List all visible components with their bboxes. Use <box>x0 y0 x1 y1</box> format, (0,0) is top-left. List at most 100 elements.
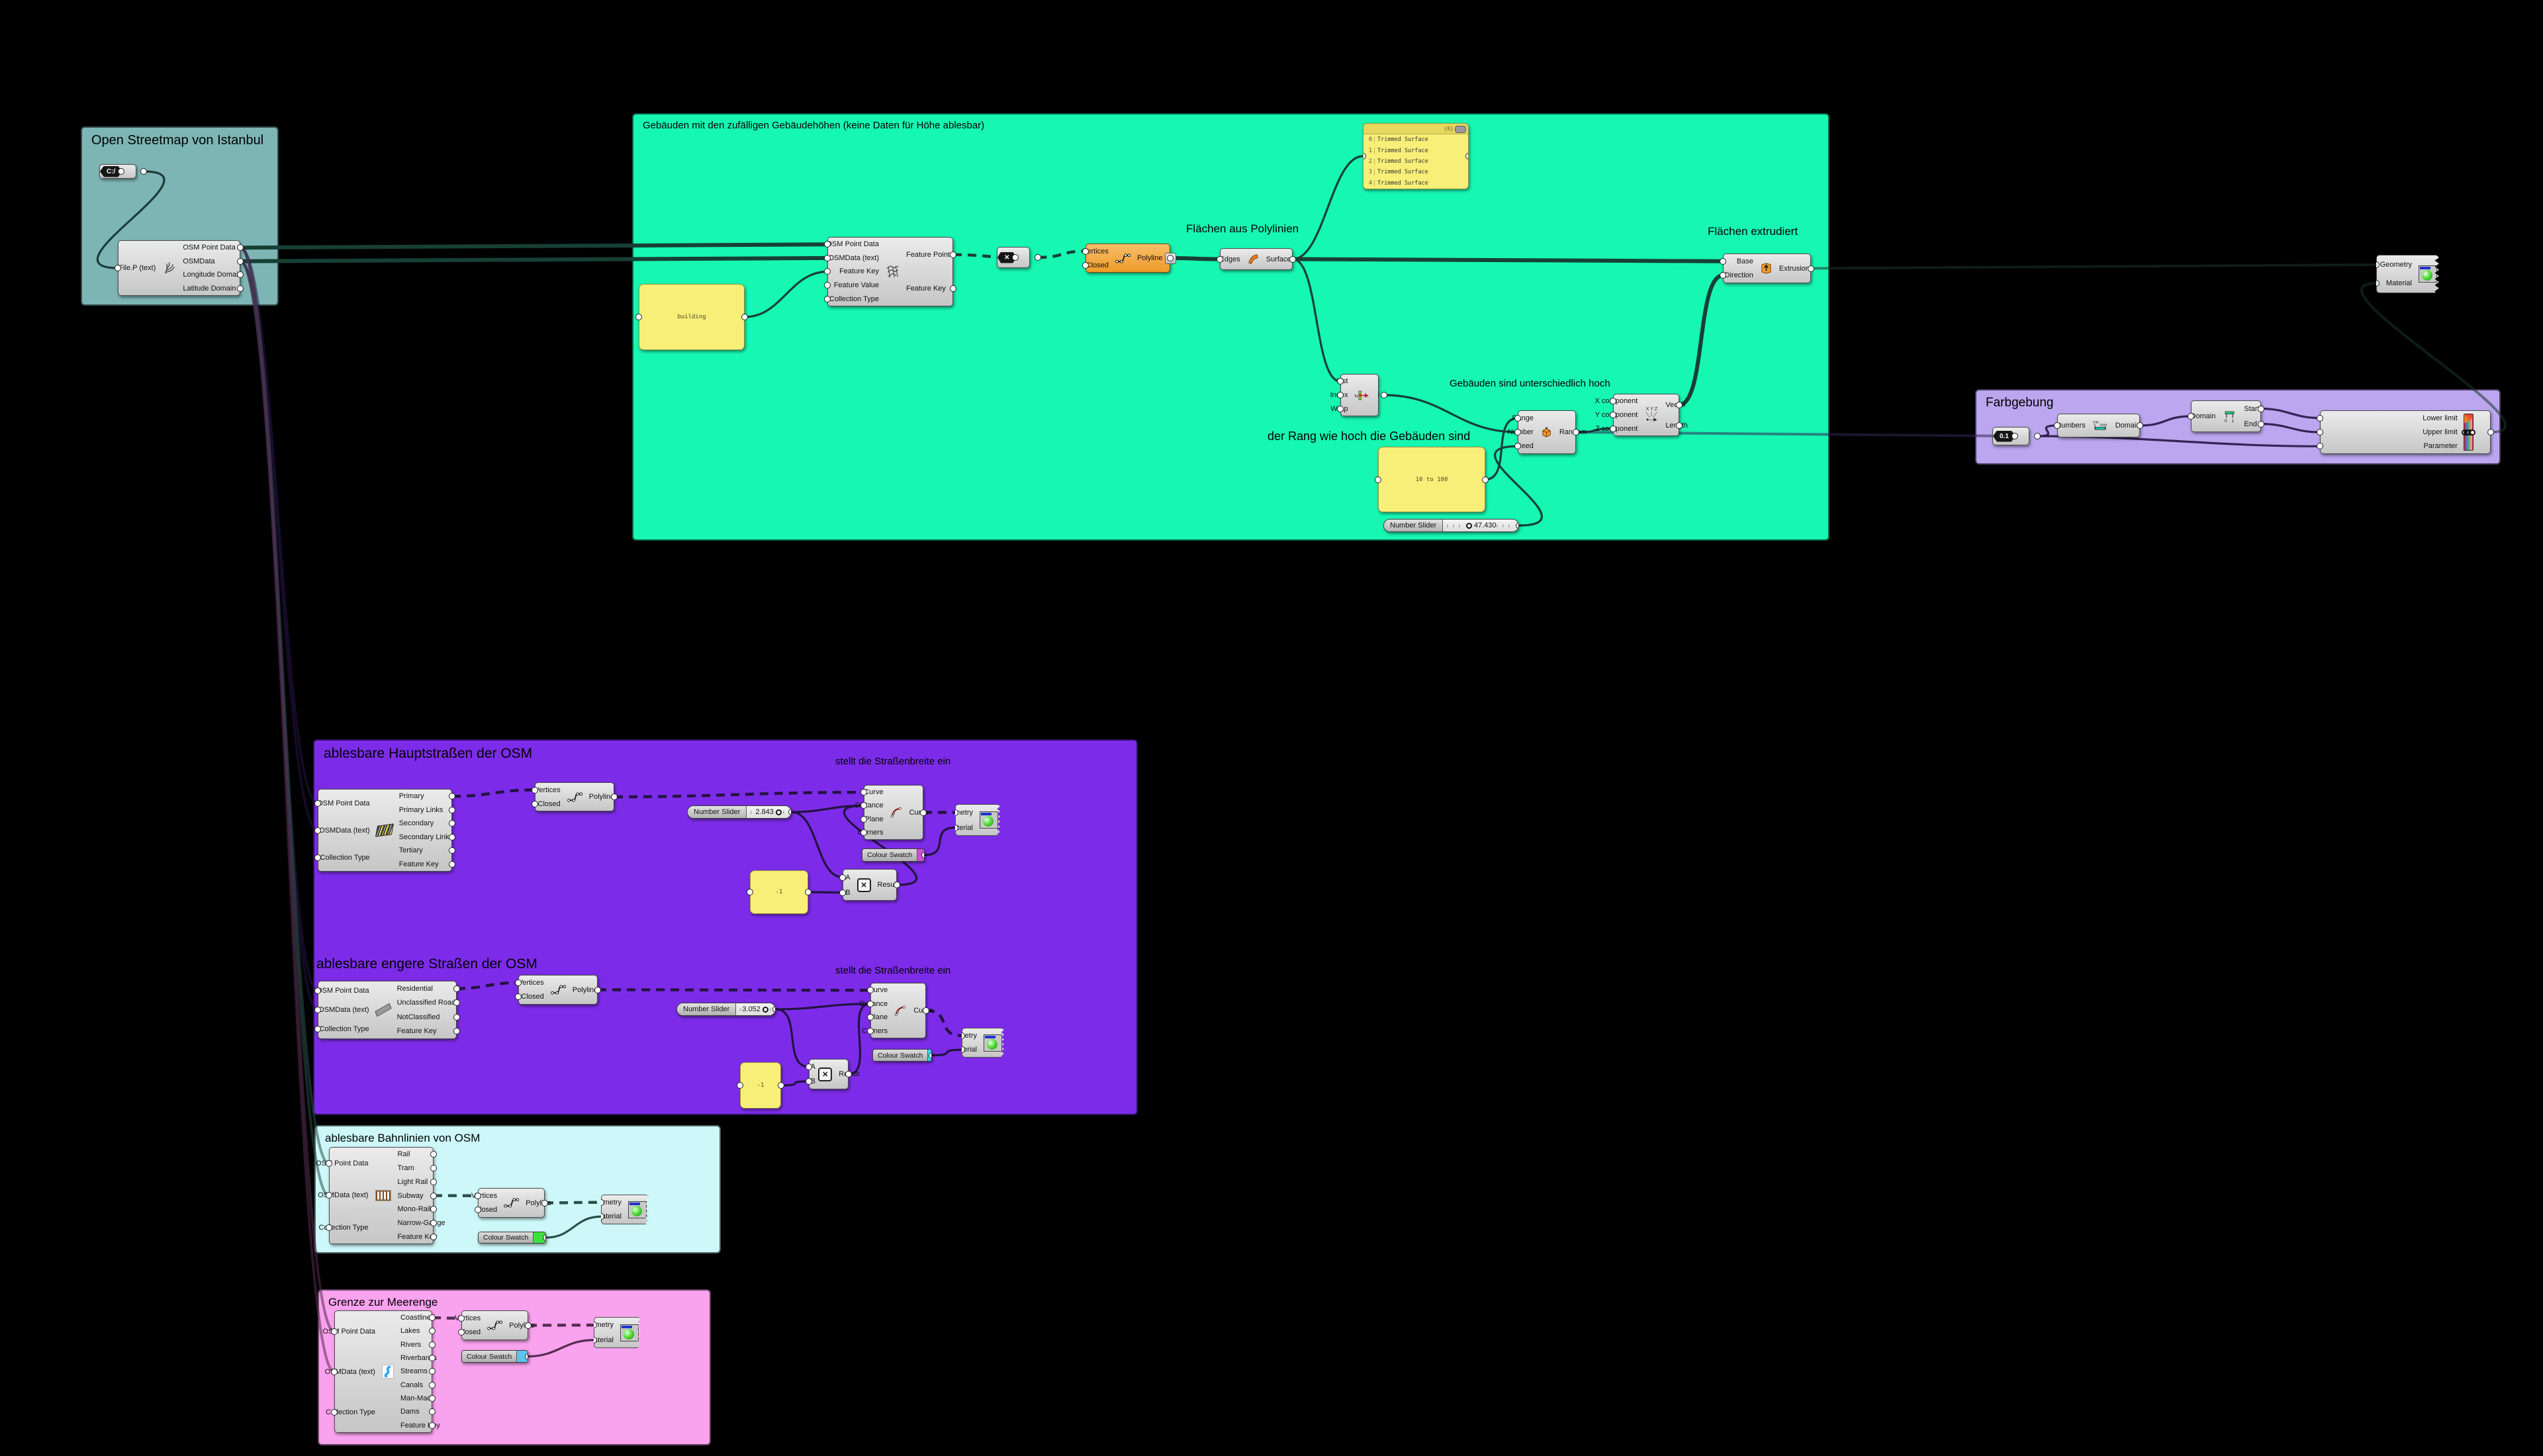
input-port[interactable] <box>115 265 121 271</box>
group-buildings[interactable]: Gebäuden mit den zufälligen Gebäudehöhen… <box>632 113 1829 541</box>
swatch-minor[interactable]: Colour Swatch <box>872 1049 932 1062</box>
minus1-minor[interactable]: -1 <box>737 1062 784 1109</box>
output-port[interactable] <box>1167 255 1174 261</box>
file-path[interactable]: C:/ <box>99 164 148 179</box>
input-port[interactable] <box>331 1408 338 1416</box>
input-port[interactable] <box>824 254 831 261</box>
input-port[interactable] <box>955 809 958 816</box>
output-port[interactable] <box>805 889 811 895</box>
input-port[interactable] <box>737 1082 743 1089</box>
input-port[interactable] <box>1610 412 1616 418</box>
output-port[interactable] <box>430 1151 437 1158</box>
output-port[interactable] <box>1808 265 1814 272</box>
input-port[interactable] <box>314 1007 321 1013</box>
input-port[interactable] <box>314 799 321 807</box>
input-port[interactable] <box>532 786 538 794</box>
input-port[interactable] <box>1217 255 1223 263</box>
output-port[interactable] <box>788 809 791 815</box>
input-port[interactable] <box>118 168 125 175</box>
input-port[interactable] <box>1610 398 1616 405</box>
input-port[interactable] <box>1337 392 1344 398</box>
output-port[interactable] <box>449 847 455 854</box>
output-port[interactable] <box>453 985 460 992</box>
range-panel[interactable]: 10 to 100 <box>1375 447 1489 512</box>
output-port[interactable] <box>2033 433 2041 439</box>
output-port[interactable] <box>429 1395 436 1402</box>
input-port[interactable] <box>458 1329 465 1336</box>
output-port[interactable] <box>921 852 924 858</box>
input-port[interactable] <box>2188 413 2194 420</box>
output-port[interactable] <box>543 1234 545 1241</box>
output-port[interactable] <box>430 1219 437 1226</box>
output-port[interactable] <box>449 833 455 841</box>
input-port[interactable] <box>314 1025 321 1032</box>
gradient-stop-handle[interactable] <box>2470 429 2476 435</box>
input-port[interactable] <box>594 1336 597 1343</box>
wire[interactable] <box>240 259 318 1011</box>
wire[interactable] <box>240 246 318 993</box>
input-port[interactable] <box>2376 261 2380 268</box>
input-port[interactable] <box>806 1064 812 1070</box>
colour-chip[interactable] <box>533 1232 545 1243</box>
output-port[interactable] <box>1676 401 1683 408</box>
output-port[interactable] <box>525 1322 532 1329</box>
output-port[interactable] <box>2258 405 2264 412</box>
output-port[interactable] <box>429 1408 436 1416</box>
input-port[interactable] <box>1012 254 1019 261</box>
output-port[interactable] <box>1676 422 1683 429</box>
gradient-type-corner-icon[interactable] <box>2464 414 2473 423</box>
output-port[interactable] <box>2258 420 2264 428</box>
slider-track[interactable]: 3.052 <box>736 1003 775 1015</box>
output-port[interactable] <box>453 1028 460 1035</box>
input-port[interactable] <box>867 1027 874 1034</box>
slider-grip[interactable] <box>762 1006 768 1013</box>
output-port[interactable] <box>429 1422 436 1429</box>
input-port[interactable] <box>326 1224 332 1231</box>
output-port[interactable] <box>430 1165 437 1172</box>
input-port[interactable] <box>1514 414 1521 422</box>
input-port[interactable] <box>962 1032 965 1039</box>
minus1-main[interactable]: -1 <box>747 870 811 914</box>
output-port[interactable] <box>920 809 927 816</box>
slider-track[interactable]: 47.430 <box>1443 520 1518 531</box>
swatch-water[interactable]: Colour Swatch <box>461 1350 528 1363</box>
output-port[interactable] <box>237 285 244 292</box>
input-port[interactable] <box>2376 280 2380 287</box>
colour-chip[interactable] <box>517 1351 528 1362</box>
output-port[interactable] <box>772 1006 775 1013</box>
input-port[interactable] <box>747 889 753 895</box>
wire[interactable] <box>240 259 318 832</box>
input-port[interactable] <box>839 889 846 896</box>
flatten[interactable]: ✕ <box>997 247 1042 268</box>
colour-gradient-bar[interactable] <box>2461 414 2476 451</box>
output-port[interactable] <box>237 257 244 265</box>
input-port[interactable] <box>331 1328 338 1335</box>
output-port[interactable] <box>429 1355 436 1362</box>
input-port[interactable] <box>824 282 831 289</box>
input-port[interactable] <box>1720 257 1726 265</box>
output-port[interactable] <box>2487 429 2494 435</box>
building-panel[interactable]: building <box>635 284 748 350</box>
slider-grip[interactable] <box>775 809 782 815</box>
output-port[interactable] <box>2137 422 2143 429</box>
input-port[interactable] <box>475 1192 481 1199</box>
slider-grip[interactable] <box>1465 522 1472 529</box>
wire[interactable] <box>240 246 318 805</box>
panel-menu-tab[interactable] <box>1455 125 1466 133</box>
